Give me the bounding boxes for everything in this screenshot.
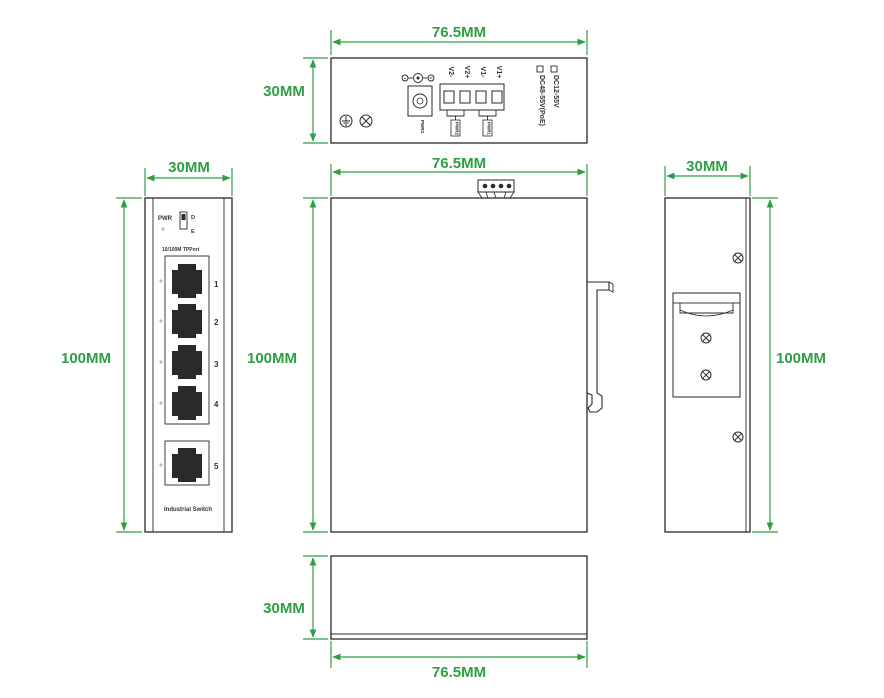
terminal-label-v1-minus: V1- (479, 67, 486, 79)
rear-width-label: 30MM (686, 158, 728, 175)
pwr-led (161, 227, 165, 231)
top-depth-label: 30MM (263, 83, 305, 100)
port-5-group (159, 448, 202, 482)
rj45-port (172, 448, 202, 482)
port-led (159, 401, 163, 405)
top-view: 76.5MM 30MM + (263, 24, 588, 144)
side-width-label: 76.5MM (432, 155, 486, 172)
front-view: 30MM 100MM PWR D E 10/100M TPPort 1 2 3 … (61, 159, 233, 533)
rj45-port (172, 345, 202, 379)
dip-switch-knob (181, 214, 186, 220)
dip-switch-label-d: D (191, 215, 195, 221)
port-led (159, 360, 163, 364)
side-view: 76.5MM 100MM (247, 155, 614, 533)
rear-height-label: 100MM (776, 350, 826, 367)
terminal-group-label-pwr1: PWR1 (487, 122, 492, 135)
voltage-option-checkbox (536, 65, 544, 73)
port-number-5: 5 (214, 462, 219, 471)
terminal-label-v2-minus: V2- (447, 67, 454, 79)
front-width-label: 30MM (168, 159, 210, 176)
terminal-group-label-pwr2: PWR2 (455, 122, 460, 135)
port-number-1: 1 (214, 280, 219, 289)
rear-screw-group (700, 252, 744, 443)
screw-icon (359, 114, 373, 128)
terminal-label-v2-plus: V2+ (463, 66, 470, 79)
bottom-width-label: 76.5MM (432, 664, 486, 681)
brand-label: Industrial Switch (164, 507, 212, 513)
power-jack (407, 85, 433, 117)
bottom-view-outline (330, 555, 588, 640)
screw-icon (700, 369, 712, 381)
port-led (159, 463, 163, 467)
side-view-outline (330, 197, 588, 533)
screw-icon (732, 431, 744, 443)
terminal-block (439, 83, 505, 137)
dip-switch (179, 211, 188, 230)
port-led (159, 279, 163, 283)
port-led (159, 319, 163, 323)
rear-view: 30MM 100MM (664, 158, 826, 533)
front-view-outline (144, 197, 233, 533)
ground-icon (339, 114, 353, 128)
top-view-outline (330, 57, 588, 144)
din-rail-clip (586, 281, 614, 413)
port-header-label: 10/100M TPPort (162, 247, 200, 253)
screw-icon (732, 252, 744, 264)
voltage-option-dc12: DC12-55V (552, 75, 559, 108)
front-height-label: 100MM (61, 350, 111, 367)
port-group (159, 264, 202, 420)
voltage-option-dc48-poe: DC48-55V(PoE) (538, 75, 545, 126)
dc-polarity-icon: + (401, 73, 435, 83)
bottom-view: 30MM 76.5MM (263, 555, 588, 681)
port-number-4: 4 (214, 400, 219, 409)
bottom-depth-label: 30MM (263, 600, 305, 617)
voltage-option-checkbox (550, 65, 558, 73)
rj45-port (172, 386, 202, 420)
rear-view-outline (664, 197, 751, 533)
power-jack-label: PWR3 (420, 120, 425, 133)
port-group-frame (164, 255, 210, 425)
rj45-port (172, 304, 202, 338)
pwr-label: PWR (158, 216, 173, 222)
port-number-2: 2 (214, 318, 219, 327)
port-5-frame (164, 440, 210, 486)
screw-icon (700, 332, 712, 344)
din-rail-mount (672, 292, 741, 398)
terminal-connector (477, 179, 515, 199)
port-number-3: 3 (214, 360, 219, 369)
top-width-label: 76.5MM (432, 24, 486, 41)
rj45-port (172, 264, 202, 298)
dip-switch-label-e: E (191, 229, 195, 235)
side-height-label: 100MM (247, 350, 297, 367)
terminal-label-v1-plus: V1+ (495, 66, 502, 79)
svg-text:+: + (404, 76, 407, 81)
